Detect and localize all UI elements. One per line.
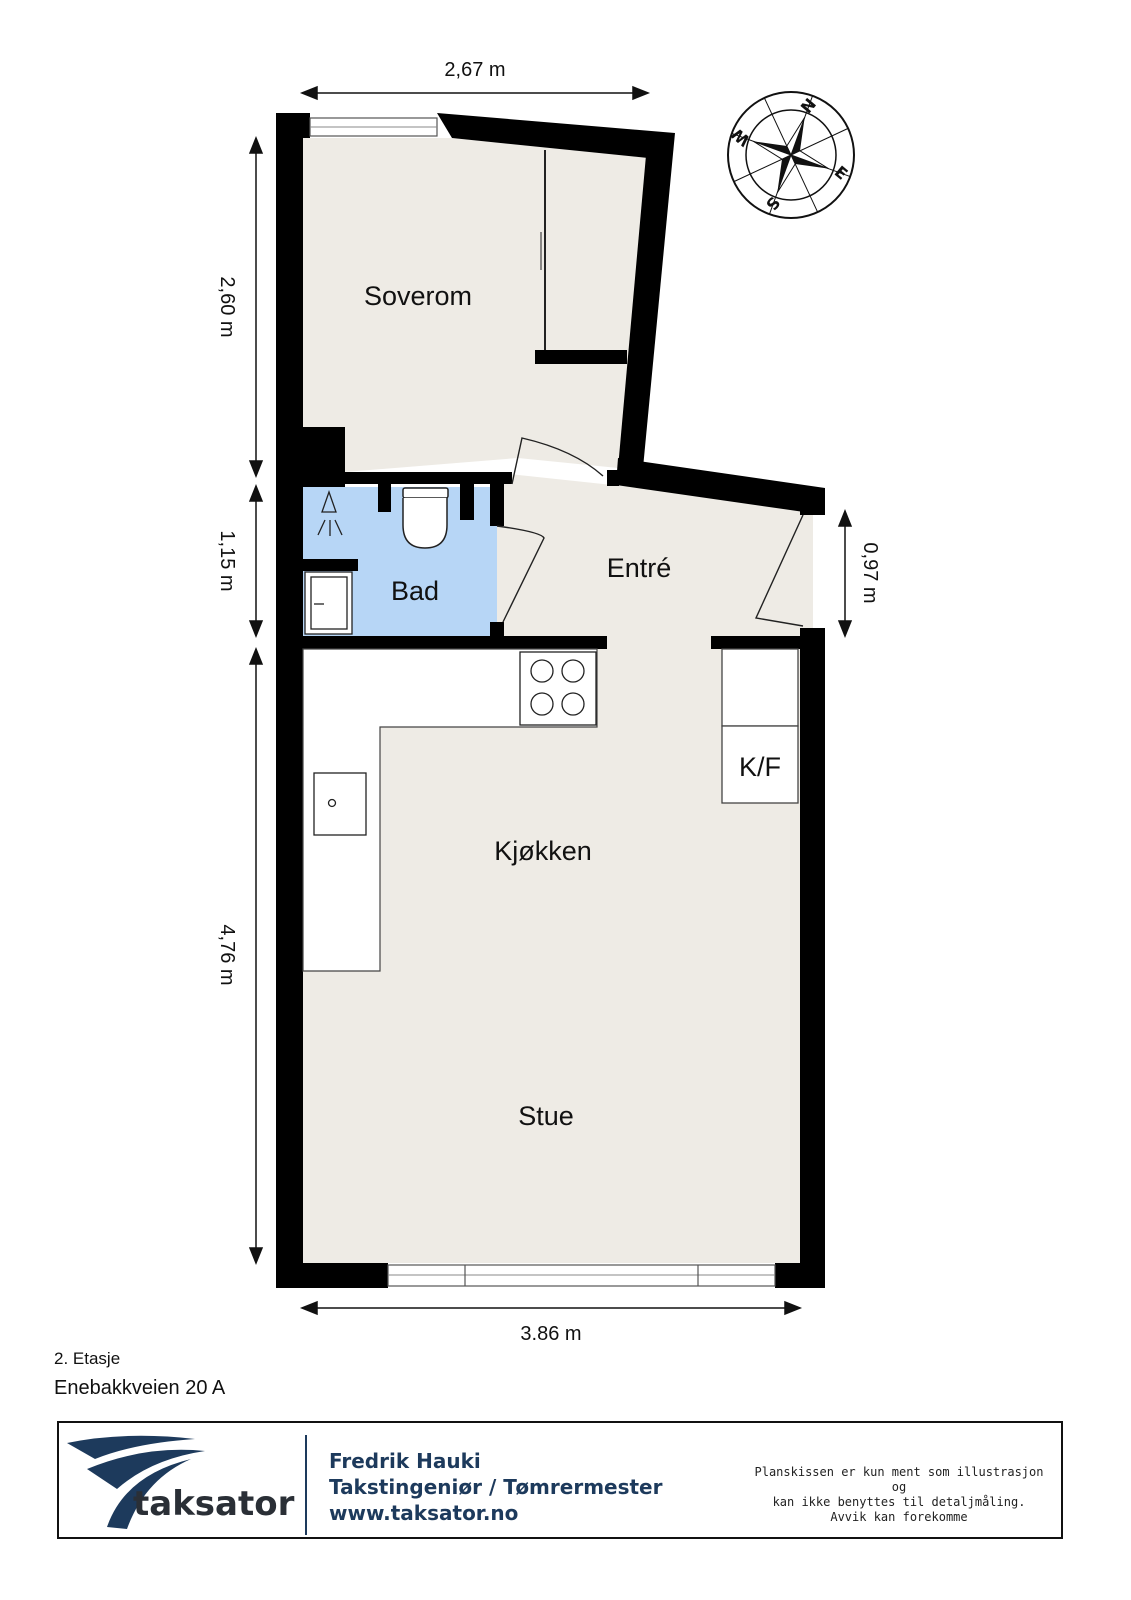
door-soverom <box>511 437 604 485</box>
compass-rose-icon: N E S W <box>727 91 855 219</box>
footer-box: taksator Fredrik Hauki Takstingeniør / T… <box>57 1421 1063 1539</box>
room-label-stue: Stue <box>518 1101 574 1131</box>
toilet-icon <box>402 487 449 549</box>
door-bad <box>496 525 545 623</box>
disclaimer: Planskissen er kun ment som illustrasjon… <box>754 1465 1044 1525</box>
disclaimer-line: kan ikke benyttes til detaljmåling. <box>772 1495 1026 1509</box>
stove-icon <box>519 651 597 726</box>
walls <box>276 113 825 1288</box>
logo-text: taksator <box>133 1484 295 1524</box>
company-title: Takstingeniør / Tømrermester <box>329 1475 663 1499</box>
taksator-logo: taksator <box>67 1435 295 1529</box>
dim-top-width: 2,67 m <box>444 59 505 81</box>
soverom-floor <box>303 138 648 472</box>
room-label-soverom: Soverom <box>364 281 472 311</box>
kitchen-counter <box>302 648 598 972</box>
company-website-link[interactable]: www.taksator.no <box>329 1501 519 1525</box>
disclaimer-line: Avvik kan forekomme <box>830 1510 968 1524</box>
dimension-lines <box>248 85 853 1316</box>
label-kf: K/F <box>739 752 781 782</box>
fridge-freezer <box>721 648 799 804</box>
dim-left-upper: 2,60 m <box>216 276 238 337</box>
washbasin-icon <box>304 571 353 635</box>
room-label-kjokken: Kjøkken <box>494 836 592 866</box>
dim-left-middle: 1,15 m <box>216 530 238 591</box>
dim-left-lower: 4,76 m <box>216 924 238 985</box>
door-entry <box>754 514 804 627</box>
disclaimer-line: Planskissen er kun ment som illustrasjon… <box>754 1465 1044 1494</box>
window-bottom <box>387 1264 776 1287</box>
window-top <box>309 117 438 137</box>
shower-icon <box>317 490 343 536</box>
dim-right-entry: 0,97 m <box>859 542 881 603</box>
doors <box>496 150 804 627</box>
company-name: Fredrik Hauki <box>329 1449 481 1473</box>
floor-plan: Soverom Bad Entré Kjøkken Stue K/F 2,67 … <box>216 59 881 1340</box>
room-label-bad: Bad <box>391 576 439 606</box>
floor-level: 2. Etasje <box>54 1349 121 1368</box>
room-label-entre: Entré <box>607 553 672 583</box>
floor-address: Enebakkveien 20 A <box>54 1377 226 1399</box>
kitchen-sink-icon <box>313 772 367 836</box>
dim-bottom-width: 3,86 m <box>520 1323 581 1340</box>
footer-divider <box>305 1435 307 1535</box>
